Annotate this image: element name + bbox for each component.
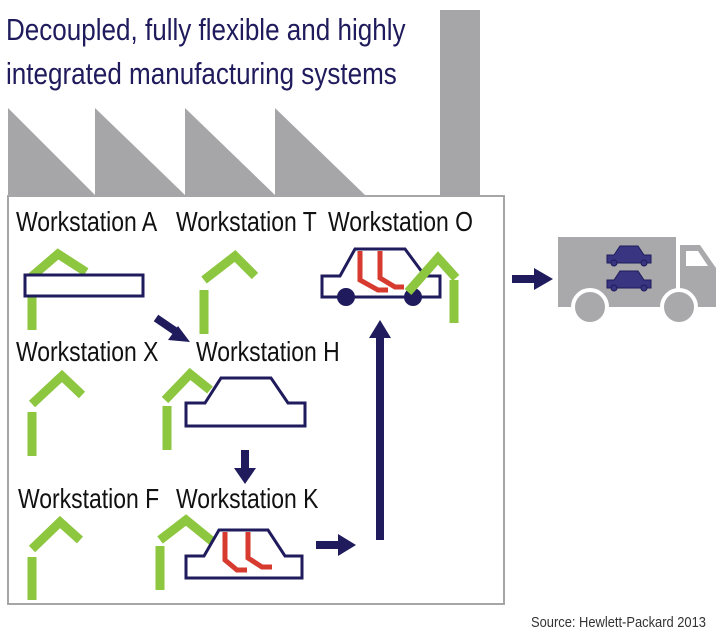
arrow-to-truck <box>512 268 553 290</box>
car-body-shell <box>184 376 307 428</box>
roof-tooth-4 <box>275 108 365 195</box>
workstation-o-label: Workstation O <box>328 206 474 237</box>
robot-arm-o <box>404 251 460 323</box>
diagram-title: Decoupled, fully flexible and highly int… <box>6 8 406 96</box>
roof-tooth-3 <box>185 108 275 195</box>
workstation-f-label: Workstation F <box>18 483 160 514</box>
workstation-a-label: Workstation A <box>16 206 158 237</box>
title-line-1: Decoupled, fully flexible and highly <box>6 12 406 47</box>
roof-tooth-1 <box>8 108 95 195</box>
workstation-k-label: Workstation K <box>176 483 319 514</box>
workstation-x-label: Workstation X <box>16 336 159 367</box>
robot-arm-f <box>27 515 84 600</box>
part-flat-plate <box>23 273 145 298</box>
source-note: Source: Hewlett-Packard 2013 <box>531 614 706 631</box>
flow-arrows <box>153 268 553 556</box>
arrow-k-right <box>316 534 356 556</box>
workstation-t-label: Workstation T <box>176 206 317 237</box>
factory-roof <box>8 10 480 195</box>
car-body-welded <box>184 528 304 580</box>
title-line-2: integrated manufacturing systems <box>6 56 397 91</box>
robot-arm-x <box>27 369 86 456</box>
robot-arm-k <box>155 514 216 590</box>
roof-tooth-2 <box>95 108 185 195</box>
robot-arm-h <box>161 367 213 450</box>
arrow-h-to-k <box>234 450 256 484</box>
arrow-a-to-h <box>153 314 190 342</box>
arrow-up-to-o <box>369 320 391 540</box>
truck-cargo-cars <box>606 245 652 292</box>
delivery-truck <box>558 237 716 326</box>
factory-chimney <box>440 10 480 195</box>
workstation-h-label: Workstation H <box>196 336 340 367</box>
robot-arm-t <box>199 250 259 334</box>
